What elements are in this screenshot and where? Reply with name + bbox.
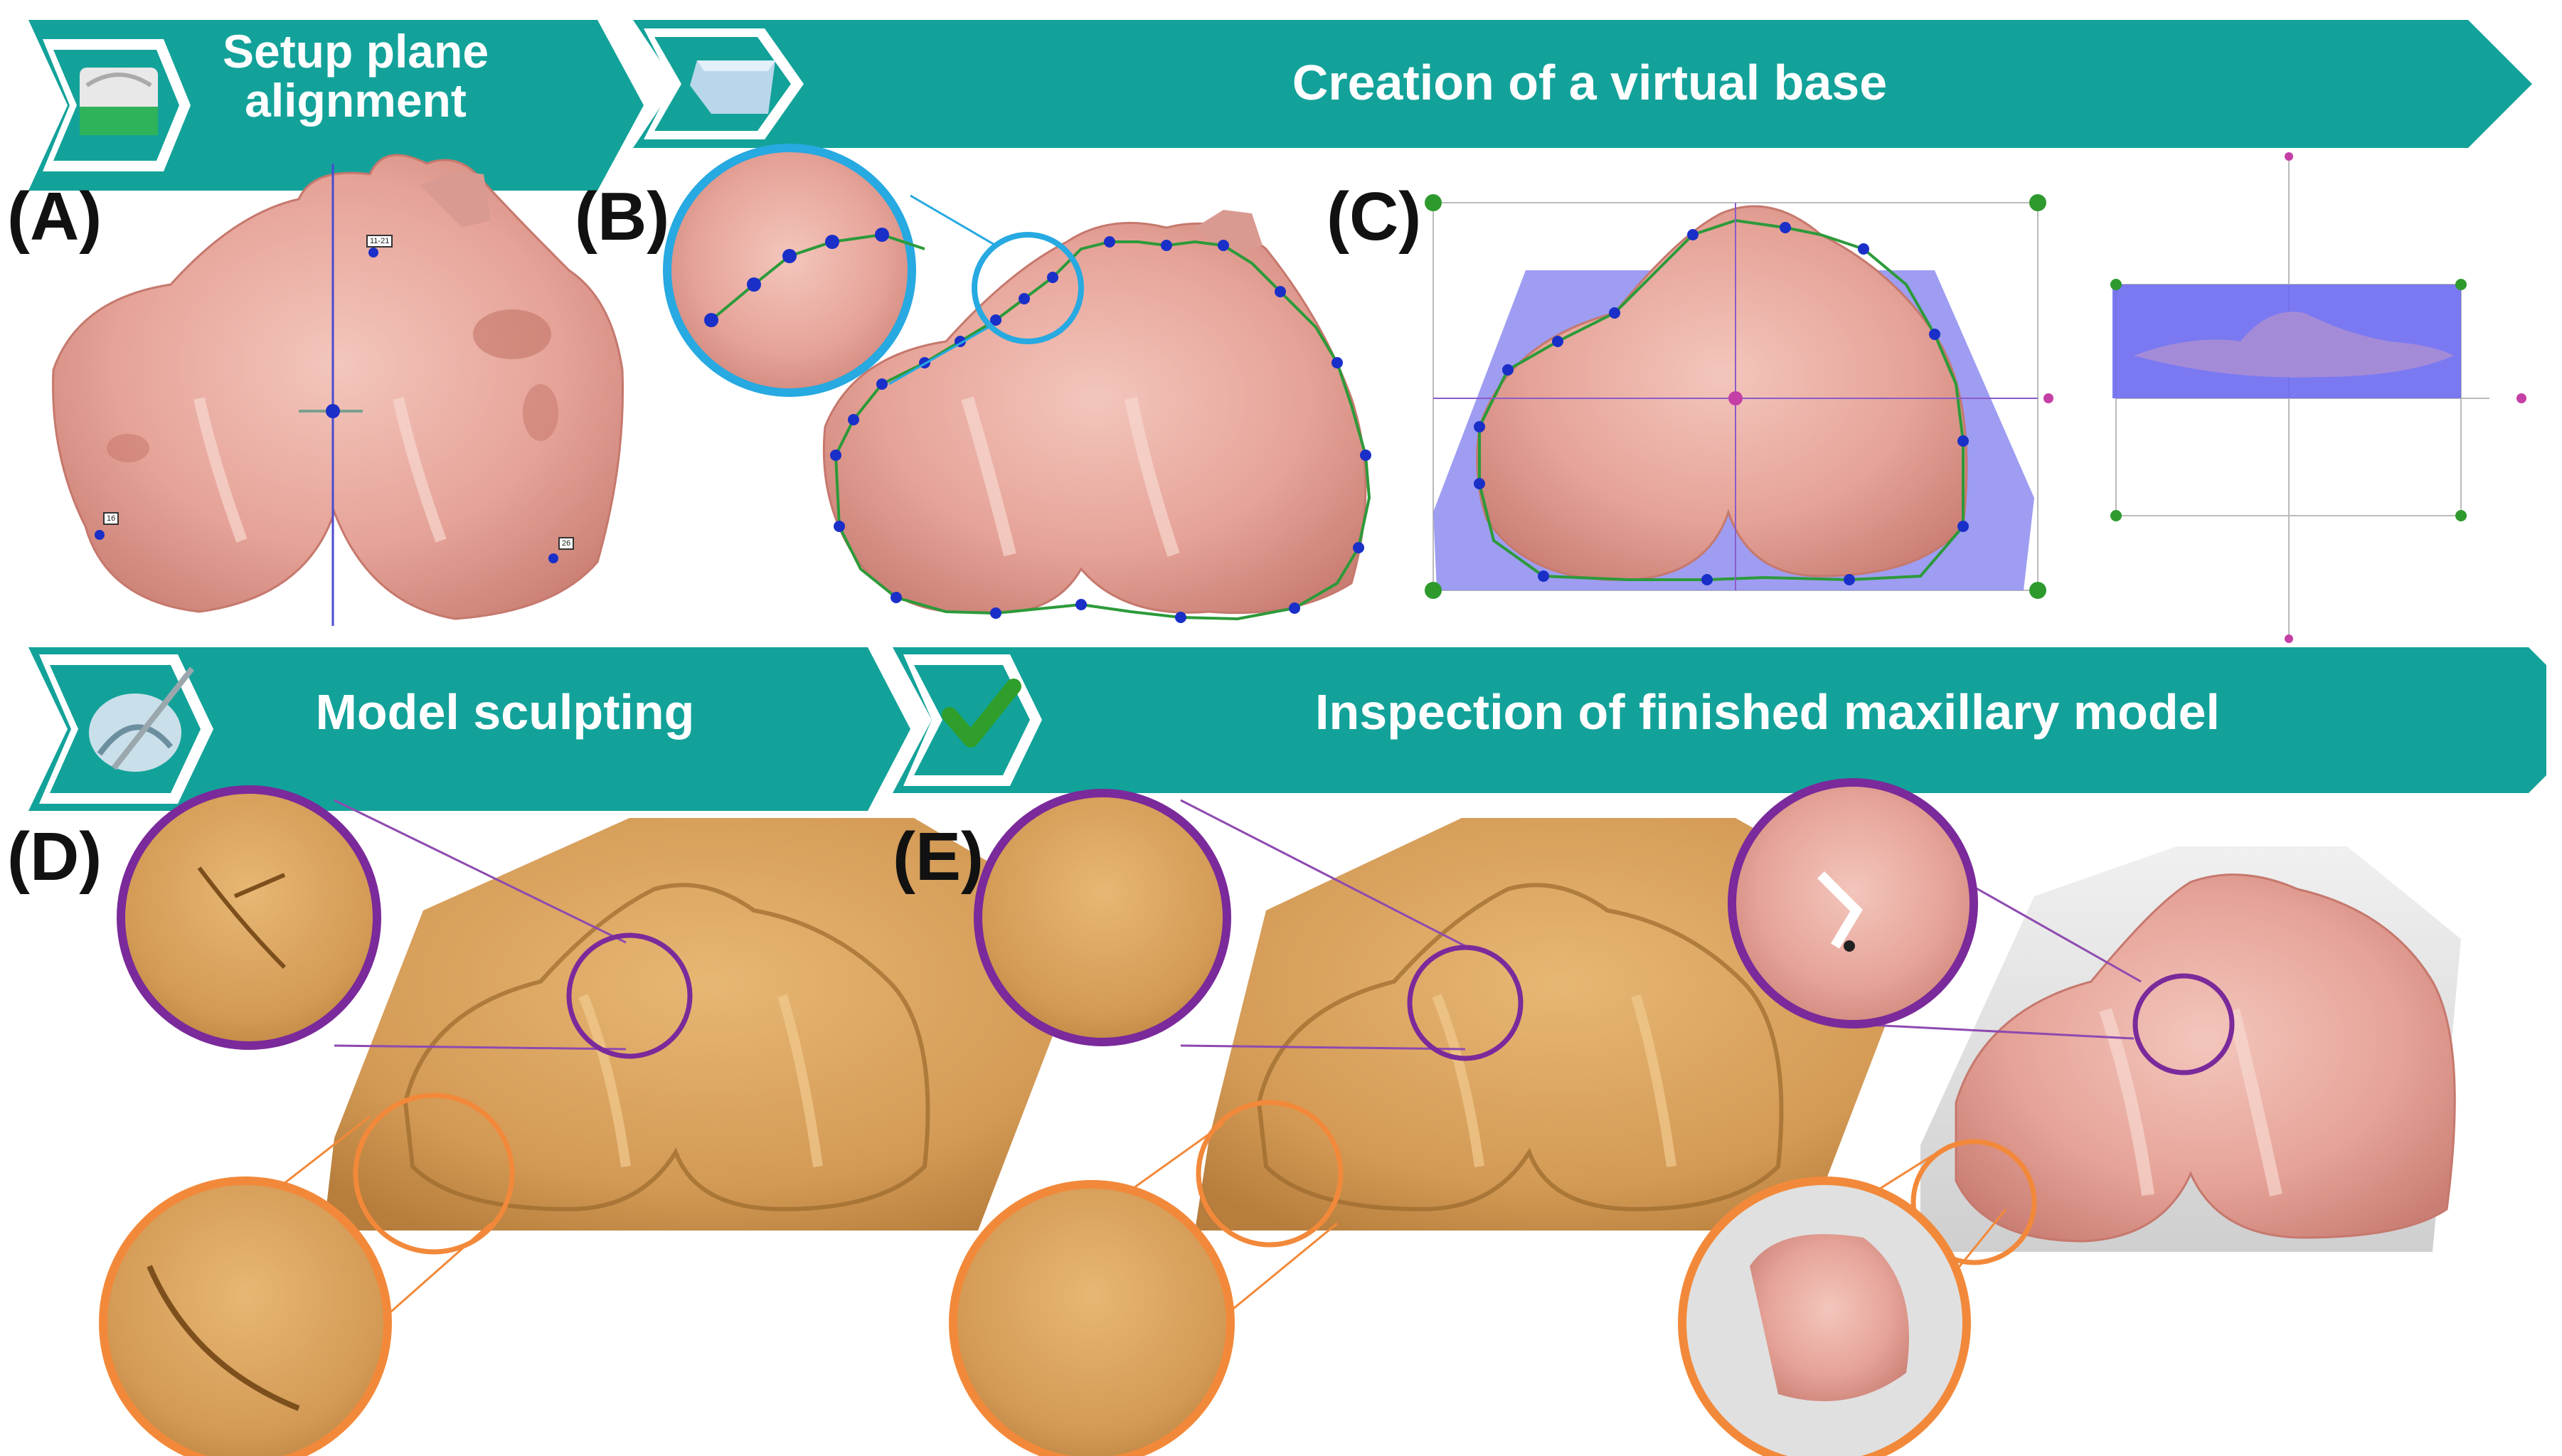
panel-d-zoom-orange <box>99 1176 392 1456</box>
green-checkmark-icon <box>942 679 1021 748</box>
panel-label-d: (D) <box>7 819 102 895</box>
banner-sculpting-title: Model sculpting <box>315 684 695 740</box>
panel-d-zoom-purple <box>117 785 381 1050</box>
panel-b-scan <box>663 144 1371 623</box>
panel-label-e: (E) <box>893 819 984 895</box>
panel-c-side-view <box>2110 152 2526 643</box>
panel-label-a: (A) <box>7 179 102 255</box>
panel-e-zoom-orange <box>949 1180 1235 1456</box>
panel-c-base <box>1425 194 2053 599</box>
virtual-base-block-icon <box>690 60 775 114</box>
banner-inspection-title: Inspection of finished maxillary model <box>1315 684 2220 740</box>
banner-virtual-base <box>633 20 2532 148</box>
panel-e-inspection-model <box>1678 778 2461 1456</box>
tooth-tag-16: 16 <box>103 512 119 525</box>
panel-label-b: (B) <box>575 179 670 255</box>
tooth-tag-11-21: 11-21 <box>366 235 393 248</box>
panel-a-scan <box>52 154 624 626</box>
panel-label-c: (C) <box>1327 179 1422 255</box>
panel-d-model <box>99 785 1095 1456</box>
panel-e-zoom-purple <box>974 789 1231 1046</box>
banner-inspection <box>893 647 2546 793</box>
banner-setup-title-line2: alignment <box>245 74 467 127</box>
banner-virtual-base-title: Creation of a virtual base <box>1292 55 1888 110</box>
sculpting-tool-icon <box>89 666 195 772</box>
dental-articulator-icon <box>80 68 158 135</box>
panel-b-zoom-lens <box>663 144 916 397</box>
banner-setup-plane <box>28 20 644 191</box>
panel-b-zoom-target <box>972 232 1084 344</box>
banner-model-sculpting <box>28 647 910 811</box>
banner-setup-title-line1: Setup plane <box>222 25 489 78</box>
banner-setup-title: Setup plane alignment <box>192 25 519 127</box>
tooth-tag-26: 26 <box>558 537 575 550</box>
